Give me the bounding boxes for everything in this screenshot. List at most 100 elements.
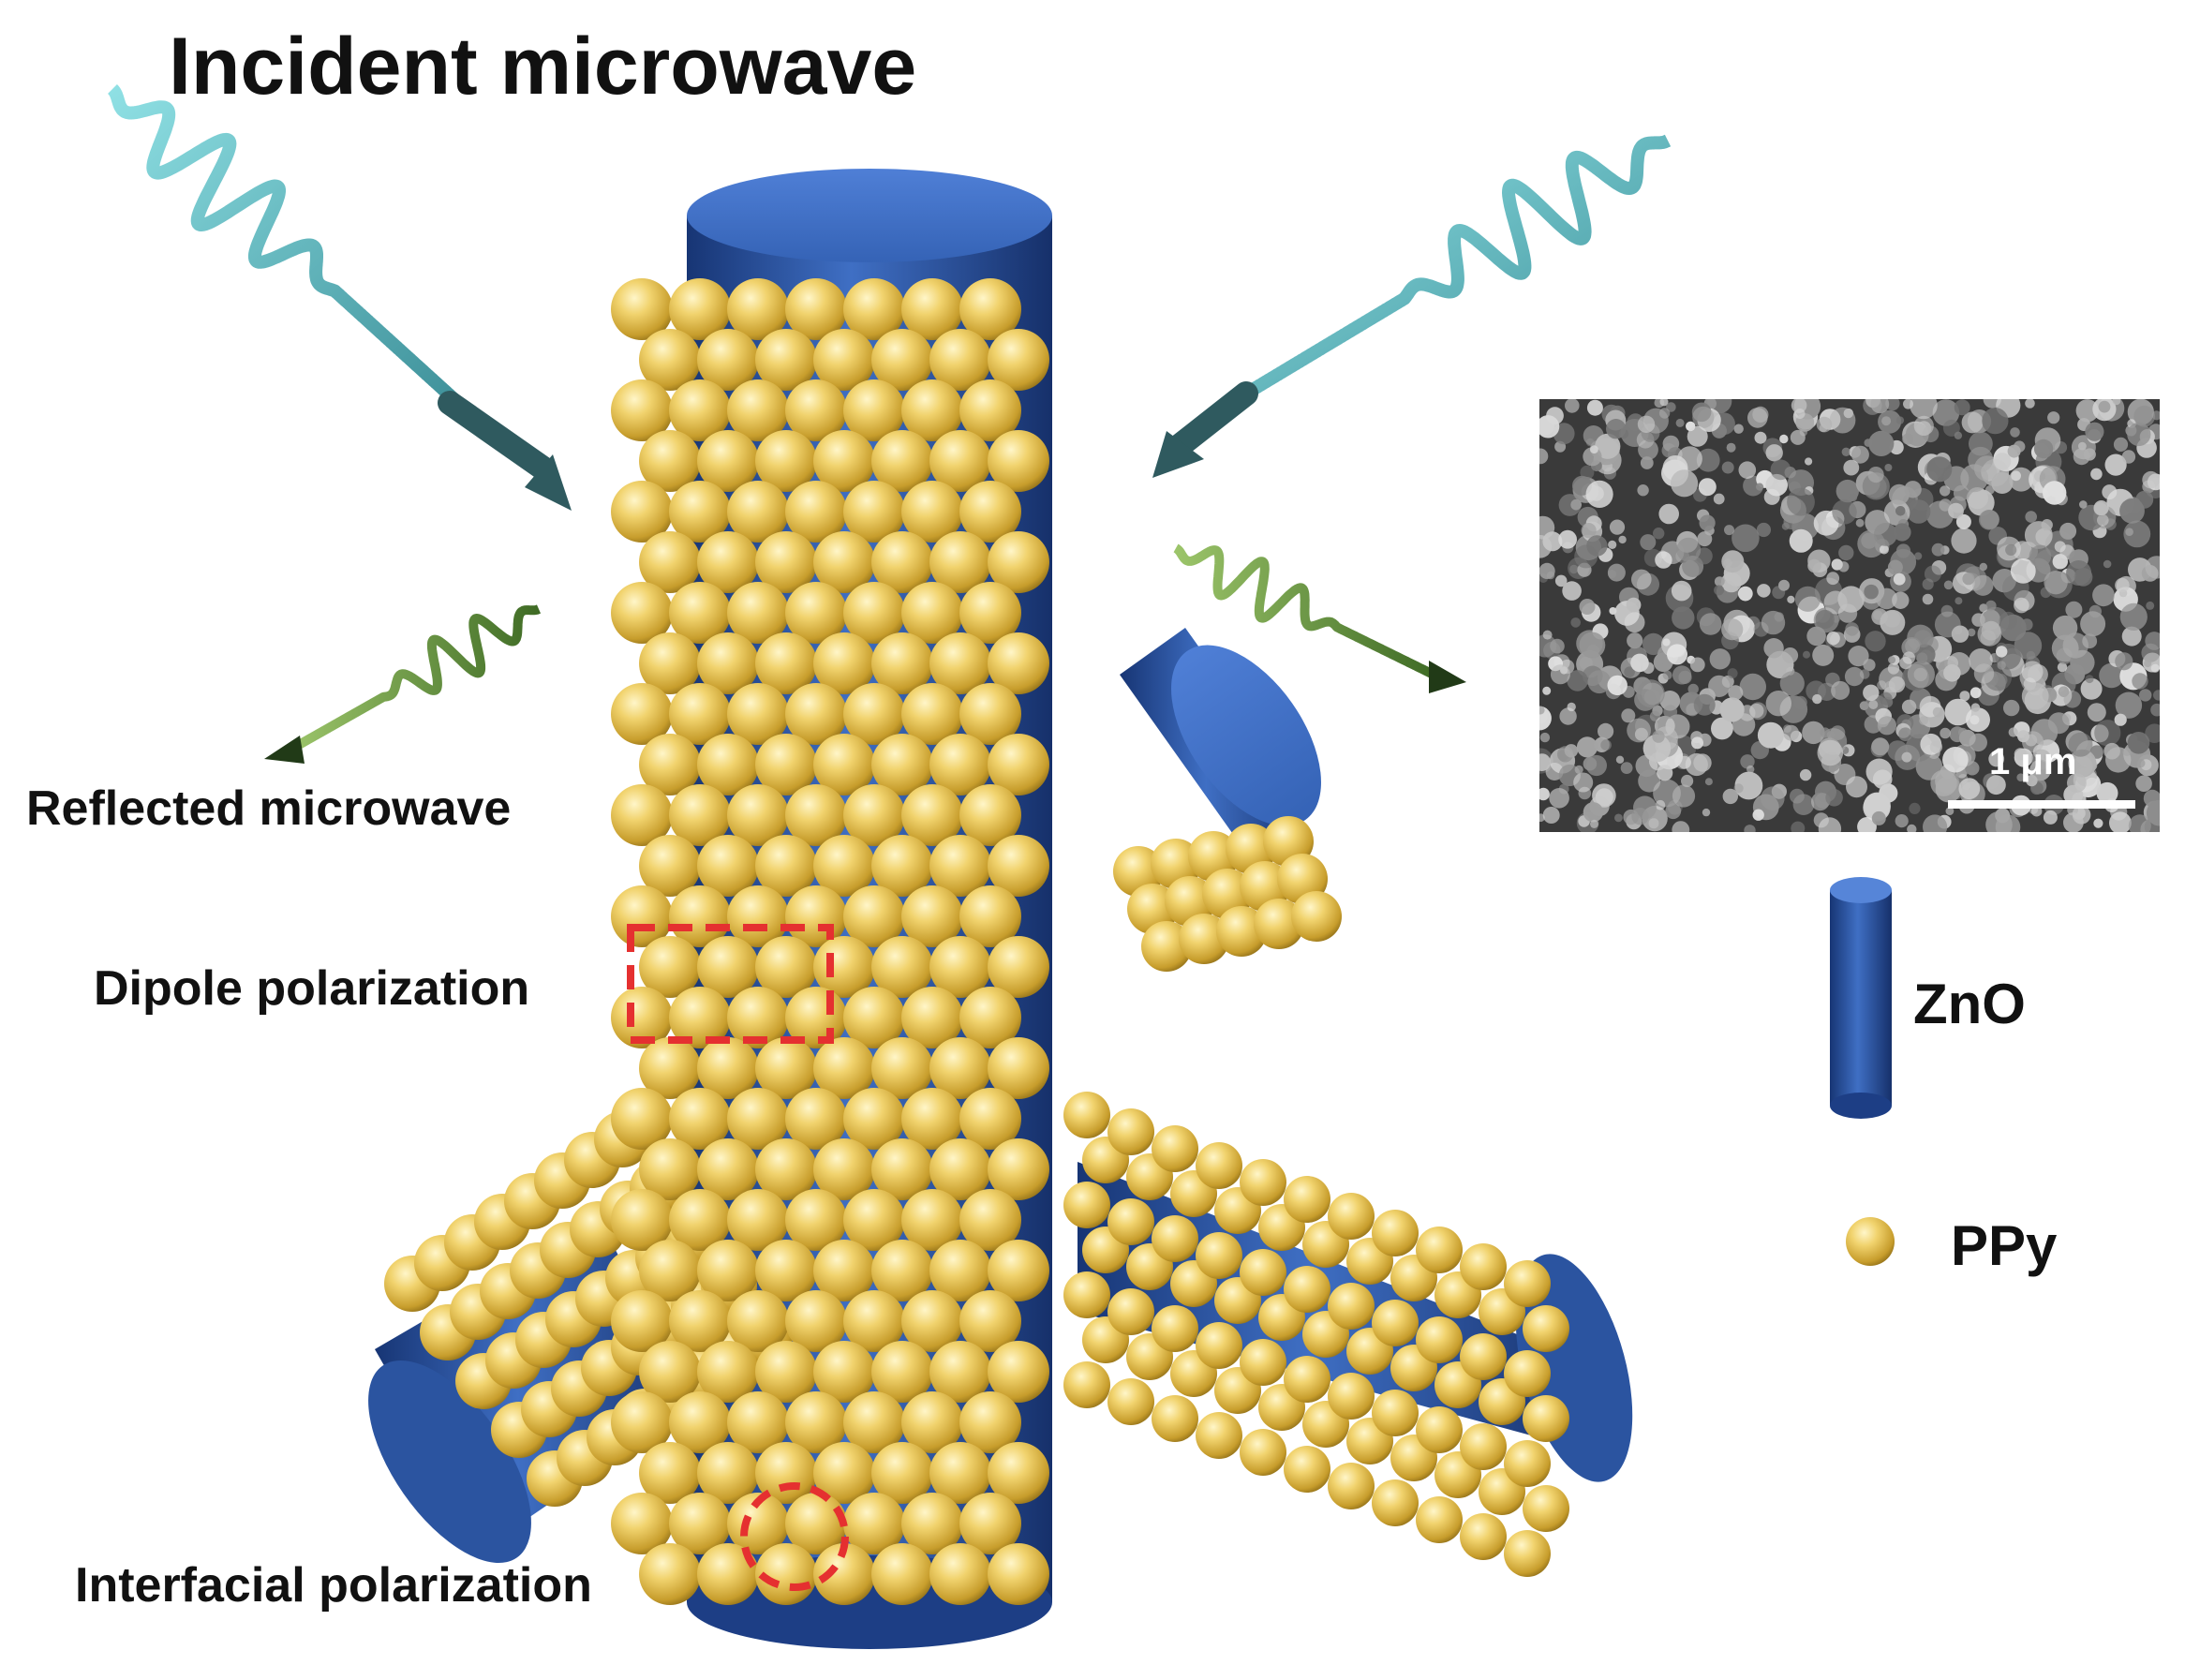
sem-particle (2109, 811, 2132, 832)
sem-particle (1585, 754, 1607, 777)
sem-particle (2016, 773, 2025, 781)
sem-particle (1609, 519, 1626, 535)
sem-particle (2025, 511, 2037, 523)
sem-particle (1659, 691, 1681, 711)
sem-particle (2142, 470, 2160, 489)
ppy-sphere-main (871, 1341, 933, 1403)
ppy-sphere-main (929, 632, 991, 694)
sem-particle (1843, 459, 1860, 476)
ppy-sphere-main (959, 987, 1021, 1048)
sem-particle (1546, 571, 1555, 580)
sem-particle (1881, 416, 1892, 426)
ppy-sphere-upper-branch (1291, 891, 1342, 942)
sem-particle (2043, 481, 2067, 505)
sem-particle (1951, 625, 1969, 643)
ppy-sphere-main (697, 329, 759, 391)
ppy-sphere-main (785, 278, 847, 340)
sem-particle (1698, 478, 1717, 497)
ppy-sphere-main (785, 784, 847, 846)
sem-particle (1969, 431, 1993, 456)
ppy-sphere-main (901, 683, 963, 745)
sem-particle (2115, 652, 2133, 671)
ppy-sphere-right-branch (1328, 1193, 1375, 1240)
sem-particle (1951, 528, 1977, 554)
sem-particle (1726, 442, 1736, 453)
sem-particle (2114, 713, 2127, 726)
ppy-sphere-main (785, 1088, 847, 1150)
sem-particle (2112, 399, 2121, 406)
sem-particle (1704, 778, 1713, 786)
sem-particle (1757, 721, 1784, 749)
sem-particle (1969, 733, 1987, 752)
sem-particle (2139, 689, 2152, 702)
sem-particle (1779, 671, 1805, 696)
ppy-sphere-main (813, 531, 875, 593)
ppy-sphere-main (813, 734, 875, 795)
ppy-sphere-main (929, 1442, 991, 1504)
sem-particle (1583, 802, 1604, 823)
sem-particle (1885, 399, 1900, 411)
ppy-sphere-main (697, 835, 759, 897)
ppy-sphere-main (669, 1493, 731, 1554)
sem-particle (1966, 707, 1990, 733)
sem-particle (1895, 506, 1906, 516)
ppy-sphere-right-branch (1523, 1305, 1569, 1352)
sem-particle (1815, 609, 1835, 630)
ppy-sphere-main (813, 1138, 875, 1200)
ppy-sphere-main (901, 481, 963, 543)
ppy-sphere-main (639, 835, 701, 897)
sem-particle (1579, 599, 1596, 615)
sem-particle (1627, 632, 1643, 649)
sem-particle (1888, 676, 1906, 693)
sem-particle (1576, 736, 1598, 758)
sem-particle (2104, 453, 2127, 476)
ppy-sphere-right-branch (1196, 1412, 1242, 1459)
ppy-sphere-main (813, 329, 875, 391)
ppy-sphere-main (988, 1138, 1049, 1200)
ppy-sphere-main (755, 1240, 817, 1301)
sem-particle (1870, 399, 1890, 414)
ppy-sphere-main (727, 481, 789, 543)
ppy-sphere-right-branch (1107, 1378, 1154, 1425)
ppy-sphere-main (988, 329, 1049, 391)
sem-particle (1877, 716, 1896, 736)
sem-particle (1799, 768, 1812, 781)
sem-particle (1756, 522, 1771, 538)
ppy-sphere-main (727, 683, 789, 745)
sem-particle (1782, 647, 1799, 663)
sem-particle (1671, 580, 1692, 602)
ppy-sphere-main (611, 1493, 673, 1554)
ppy-sphere-main (959, 1493, 1021, 1554)
ppy-sphere-main (611, 784, 673, 846)
ppy-sphere-main (843, 379, 905, 441)
sem-particle (1922, 593, 1934, 605)
sem-particle (1940, 727, 1951, 739)
sem-particle (1893, 523, 1911, 542)
ppy-sphere-main (929, 1138, 991, 1200)
ppy-sphere-right-branch (1460, 1243, 1507, 1290)
sem-particle (1676, 537, 1702, 562)
ppy-sphere-main (959, 1088, 1021, 1150)
sem-particle (2047, 712, 2070, 735)
sem-particle (1733, 783, 1744, 794)
ppy-sphere-main (901, 1088, 963, 1150)
sem-particle (1655, 551, 1672, 569)
ppy-sphere-main (755, 835, 817, 897)
ppy-sphere-main (843, 481, 905, 543)
ppy-sphere-main (871, 1037, 933, 1099)
sem-particle (1943, 664, 1961, 682)
sem-particle (2133, 405, 2156, 427)
sem-particle (1654, 399, 1665, 409)
zno-branch-upper-right (1120, 628, 1321, 853)
sem-particle (2005, 543, 2017, 556)
sem-particle (1805, 457, 1813, 466)
sem-particle (1549, 788, 1569, 809)
sem-particle (2003, 699, 2020, 717)
sem-particle (1913, 667, 1927, 682)
ppy-sphere-main (871, 1240, 933, 1301)
sem-particle (1542, 630, 1553, 640)
scale-bar-label: 1 μm (1989, 741, 2077, 782)
sem-particle (1598, 722, 1614, 739)
ppy-sphere-main (611, 481, 673, 543)
sem-particle (1870, 740, 1888, 758)
